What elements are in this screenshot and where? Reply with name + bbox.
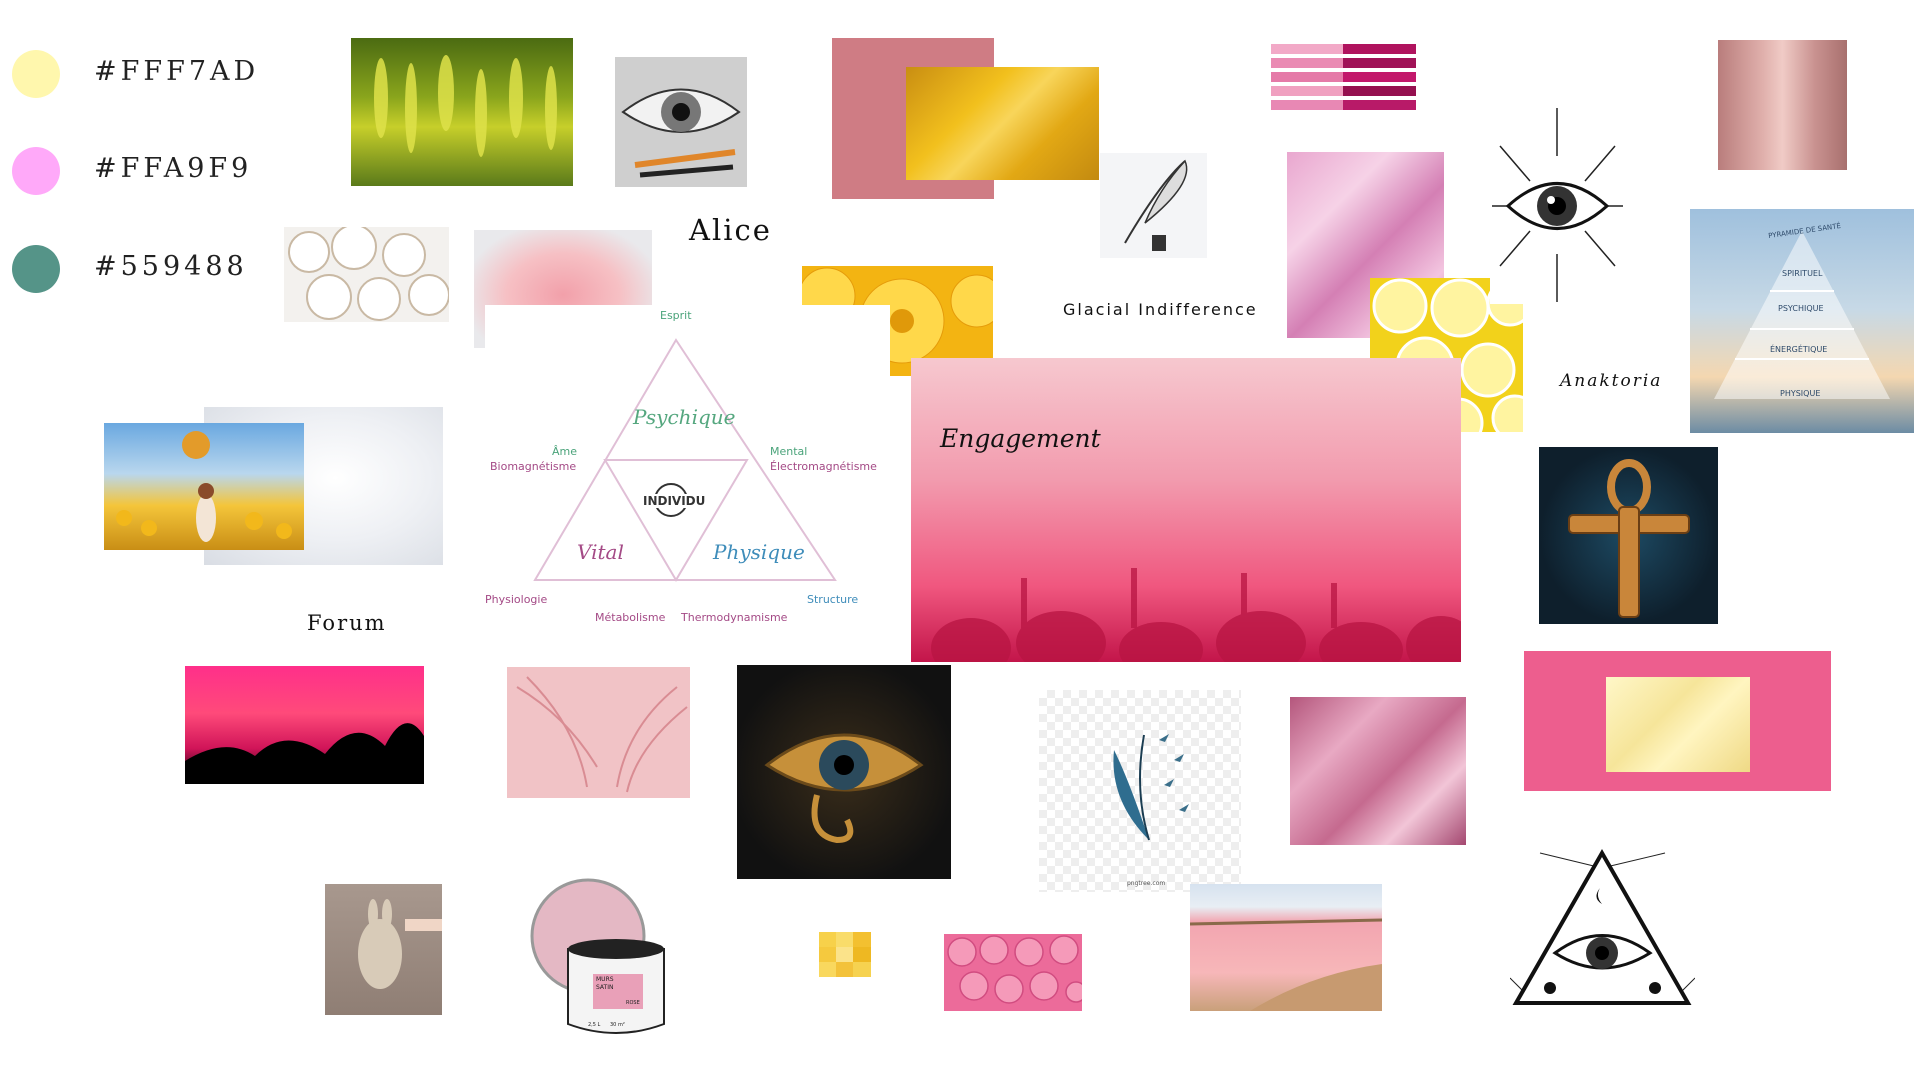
image-feather-birds: pngtree.com xyxy=(1039,690,1241,892)
image-pink-palm-leaves xyxy=(507,667,690,798)
triangle-left-label2: Biomagnétisme xyxy=(490,460,577,473)
crowd-silhouettes xyxy=(931,568,1461,662)
triangle-diagram: Esprit Psychique Âme Biomagnétisme Menta… xyxy=(485,305,890,630)
font-label-forum: Forum xyxy=(307,611,387,635)
image-quill-inkwell xyxy=(1100,153,1207,258)
swatch-chart-grid xyxy=(1271,44,1416,110)
image-yellow-laburnum xyxy=(351,38,573,186)
swatch-code-yellow: #FFF7AD xyxy=(94,56,260,87)
font-label-alice: Alice xyxy=(689,213,772,247)
swatch-code-pink: #FFA9F9 xyxy=(94,153,253,184)
triangle-top-label: Esprit xyxy=(660,309,692,322)
image-paint-tin: MURS SATIN ROSE 2,5 L 30 m² xyxy=(518,874,690,1044)
image-eye-sketch xyxy=(615,57,747,187)
font-label-anaktoria: Anaktoria xyxy=(1560,371,1663,391)
triangle-right-label: Mental xyxy=(770,445,808,458)
triangle-vital-label: Vital xyxy=(577,540,624,564)
image-cotton-bolls xyxy=(284,227,449,322)
swatch-dot-teal xyxy=(12,245,60,293)
eye-sketch-icon xyxy=(621,88,741,178)
image-yellow-swatch-grid xyxy=(819,932,871,982)
sunflower-girl-figure xyxy=(116,431,292,542)
paint-tin-line1: MURS xyxy=(596,976,614,983)
pyramid-level-1: SPIRITUEL xyxy=(1782,269,1823,278)
image-pink-lake xyxy=(1190,884,1382,1011)
triangle-left-label: Âme xyxy=(552,445,578,458)
triangle-bottom-mid1-label: Métabolisme xyxy=(595,611,666,624)
feather-icon xyxy=(1113,734,1189,841)
image-yellow-silk-small xyxy=(1606,677,1750,772)
tree-silhouettes xyxy=(185,723,424,784)
cotton-icon xyxy=(288,227,449,321)
image-yellow-silk xyxy=(906,67,1099,180)
triangle-lines xyxy=(533,338,837,582)
ankh-icon xyxy=(1568,459,1690,618)
quill-icon xyxy=(1124,159,1188,251)
image-all-seeing-eye-triangle xyxy=(1510,848,1695,1018)
triangle-bottom-mid2-label: Thermodynamisme xyxy=(681,611,788,624)
pyramid-level-3: ÉNERGÉTIQUE xyxy=(1770,345,1828,354)
lake-shore xyxy=(1190,918,1382,1011)
radiant-eye-icon xyxy=(1492,108,1623,302)
triangle-physique-label: Physique xyxy=(713,540,805,564)
paint-tin-line2: SATIN xyxy=(596,984,614,991)
font-label-engagement: Engagement xyxy=(940,424,1101,453)
paint-tin-icon xyxy=(530,878,665,1034)
swatch-code-teal: #559488 xyxy=(94,251,248,282)
paint-tin-line3: 2,5 L xyxy=(588,1022,601,1028)
image-pink-swatch-chart xyxy=(1271,44,1416,116)
swatch-dot-pink xyxy=(12,147,60,195)
image-pink-satin-bottom xyxy=(1290,697,1466,845)
paint-tin-line4: 30 m² xyxy=(610,1022,625,1028)
yellow-grid-icon xyxy=(819,932,871,977)
image-rose-gold-glitter xyxy=(1718,40,1847,170)
image-pyramid-sante: PYRAMIDE DE SANTÉ SPIRITUEL PSYCHIQUE ÉN… xyxy=(1690,209,1914,433)
image-eye-of-horus xyxy=(737,665,951,879)
image-sunflower-girl xyxy=(104,423,304,550)
pyramid-level-2: PSYCHIQUE xyxy=(1778,304,1824,313)
paint-tin-tag: ROSE xyxy=(626,1000,640,1006)
image-pink-sunset-trees xyxy=(185,666,424,784)
triangle-eye-icon xyxy=(1510,848,1695,1005)
triangle-center-label: INDIVIDU xyxy=(643,494,706,508)
pyramid-level-4: PHYSIQUE xyxy=(1780,389,1821,398)
image-ankh-cross xyxy=(1539,447,1718,624)
swatch-dot-yellow xyxy=(12,50,60,98)
font-label-glacial: Glacial Indifference xyxy=(1063,300,1258,319)
image-bunny-doudou xyxy=(325,884,442,1015)
triangle-right-label2: Électromagnétisme xyxy=(770,460,877,473)
laburnum-drips xyxy=(374,55,557,157)
pyramid-graphic xyxy=(1714,231,1890,399)
bunny-icon xyxy=(358,899,442,989)
image-pink-roses xyxy=(944,934,1082,1011)
image-sun-eye-drawing xyxy=(1490,106,1625,304)
triangle-bottom-left-label: Physiologie xyxy=(485,593,548,606)
roses-icon xyxy=(947,935,1082,1004)
horus-eye-icon xyxy=(764,733,924,844)
image-pink-crowd xyxy=(911,358,1461,662)
triangle-upper-label: Psychique xyxy=(633,405,736,429)
palm-leaf-icon xyxy=(516,676,688,793)
feather-caption: pngtree.com xyxy=(1127,880,1166,887)
triangle-bottom-right-label: Structure xyxy=(807,593,859,606)
